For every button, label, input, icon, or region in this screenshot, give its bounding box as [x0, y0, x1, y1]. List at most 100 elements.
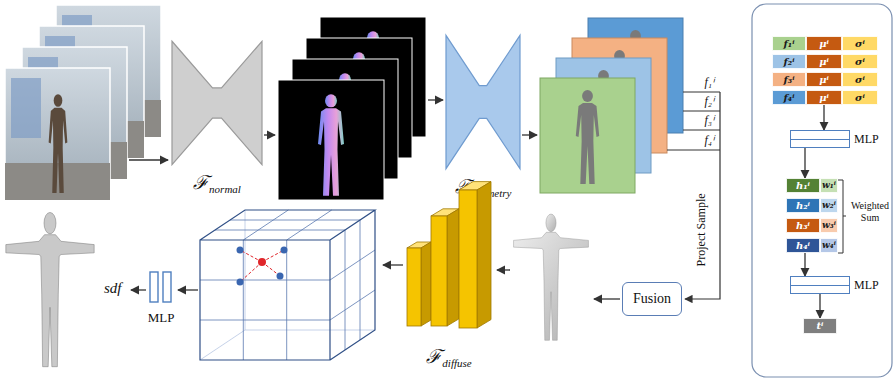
coarse-mesh	[514, 214, 589, 340]
weight-cell: w₂ⁱ	[820, 198, 838, 213]
cell-label: h₂ⁱ	[796, 201, 810, 211]
block-front	[407, 248, 421, 326]
hourglass-outline	[172, 41, 262, 164]
cell-label: μⁱ	[819, 57, 829, 67]
fusion-panel	[752, 4, 892, 377]
variance-cell: σⁱ	[842, 36, 878, 51]
cell-label: w₃ⁱ	[822, 221, 836, 230]
diffuse-network: ℱdiffuse	[405, 178, 493, 340]
feature-cell: f₂ⁱ	[772, 54, 806, 69]
cell-label: w₂ⁱ	[822, 201, 836, 210]
caption-text: ℱnormal	[193, 169, 241, 195]
flow-connector	[823, 105, 824, 130]
feature-cell: f₃ⁱ	[772, 72, 806, 87]
cell-label: h₁ⁱ	[796, 181, 810, 191]
feature-cell: f₁ⁱ	[772, 36, 806, 51]
flow-arrow	[428, 99, 443, 100]
hourglass-shape	[172, 40, 262, 166]
variance-cell: σⁱ	[842, 90, 878, 105]
operator-subscript: normal	[209, 183, 241, 195]
mlp-label: MLP	[854, 278, 879, 293]
variance-cell: σⁱ	[842, 54, 878, 69]
cell-label: σⁱ	[855, 75, 865, 85]
mean-cell: μⁱ	[806, 54, 842, 69]
mlp-box: MLP	[790, 130, 850, 148]
output-label: sdf	[104, 280, 130, 297]
flow-arrow	[497, 269, 510, 270]
hourglass-shape	[446, 34, 520, 170]
hidden-cell: h₁ⁱ	[786, 178, 820, 193]
flow-arrow	[131, 289, 146, 290]
mlp-bars	[148, 270, 174, 304]
cell-label: σⁱ	[855, 93, 865, 103]
feature-label: f₃ⁱ	[690, 114, 714, 128]
hidden-cell: h₂ⁱ	[786, 198, 820, 213]
wire-label: Project Sample	[695, 185, 709, 275]
flow-connector	[804, 148, 805, 178]
cell-label: μⁱ	[819, 75, 829, 85]
box-label: Fusion	[633, 291, 671, 307]
mean-cell: μⁱ	[806, 90, 842, 105]
hourglass-outline	[446, 35, 520, 168]
sum-label: Weighted Sum	[847, 200, 893, 223]
cell-label: σⁱ	[855, 57, 865, 67]
feature-grid	[200, 210, 375, 360]
hidden-cell: h₄ⁱ	[786, 238, 820, 253]
box-divider	[791, 139, 849, 140]
cell-label: tⁱ	[816, 321, 823, 331]
block-front	[431, 216, 447, 326]
mean-cell: μⁱ	[806, 36, 842, 51]
feature-label: f₁ⁱ	[690, 76, 714, 90]
variance-cell: σⁱ	[842, 72, 878, 87]
feature-label: f₄ⁱ	[690, 134, 714, 148]
sample-wire	[685, 92, 720, 299]
feature-map-stack	[540, 18, 683, 193]
operator-symbol: ℱ	[193, 171, 209, 193]
block-side	[447, 209, 459, 326]
cell-label: f₄ⁱ	[783, 93, 794, 103]
flow-arrow	[178, 289, 198, 290]
mlp-bar	[150, 272, 158, 302]
weight-cell: w₃ⁱ	[820, 218, 838, 233]
normal-network: ℱnormal	[172, 40, 262, 166]
mean-cell: μⁱ	[806, 72, 842, 87]
flow-arrow	[264, 134, 275, 135]
flow-connector	[804, 253, 805, 276]
sum-bracket	[838, 180, 846, 253]
caption-text: MLP	[148, 308, 175, 326]
cell-label: σⁱ	[855, 39, 865, 49]
weight-cell: w₁ⁱ	[820, 178, 838, 193]
cell-label: h₃ⁱ	[796, 221, 810, 231]
block-side	[477, 182, 491, 328]
flow-connector	[819, 294, 820, 318]
mlp-box: MLP	[790, 276, 850, 294]
feature-leader	[667, 92, 720, 150]
feature-label: f₂ⁱ	[690, 95, 714, 109]
cell-label: μⁱ	[819, 39, 829, 49]
mlp-label: MLP	[854, 132, 879, 147]
flow-arrow	[129, 159, 168, 160]
hidden-cell: h₃ⁱ	[786, 218, 820, 233]
operator-symbol: ℱ	[426, 345, 442, 367]
cell-label: f₂ⁱ	[783, 57, 794, 67]
caption-label: MLP	[148, 310, 175, 325]
flow-arrow	[522, 134, 537, 135]
fusion-box: Fusion	[622, 282, 682, 316]
photo-stack	[5, 5, 161, 200]
cell-label: μⁱ	[819, 93, 829, 103]
mlp-bar	[163, 272, 171, 302]
final-mesh	[6, 212, 94, 366]
conv-blocks	[405, 178, 493, 340]
block-side	[421, 242, 431, 326]
fused-cell: tⁱ	[803, 318, 837, 334]
operator-subscript: diffuse	[442, 357, 471, 369]
block-front	[459, 190, 477, 328]
cell-label: w₄ⁱ	[822, 241, 836, 250]
mlp-symbol: MLP	[148, 270, 174, 304]
cell-label: f₁ⁱ	[783, 39, 794, 49]
geometry-network: ℱgeometry	[446, 34, 520, 170]
normal-map-stack	[278, 17, 426, 200]
cell-label: h₄ⁱ	[796, 241, 810, 251]
flow-arrow	[594, 298, 620, 299]
weight-cell: w₄ⁱ	[820, 238, 838, 253]
